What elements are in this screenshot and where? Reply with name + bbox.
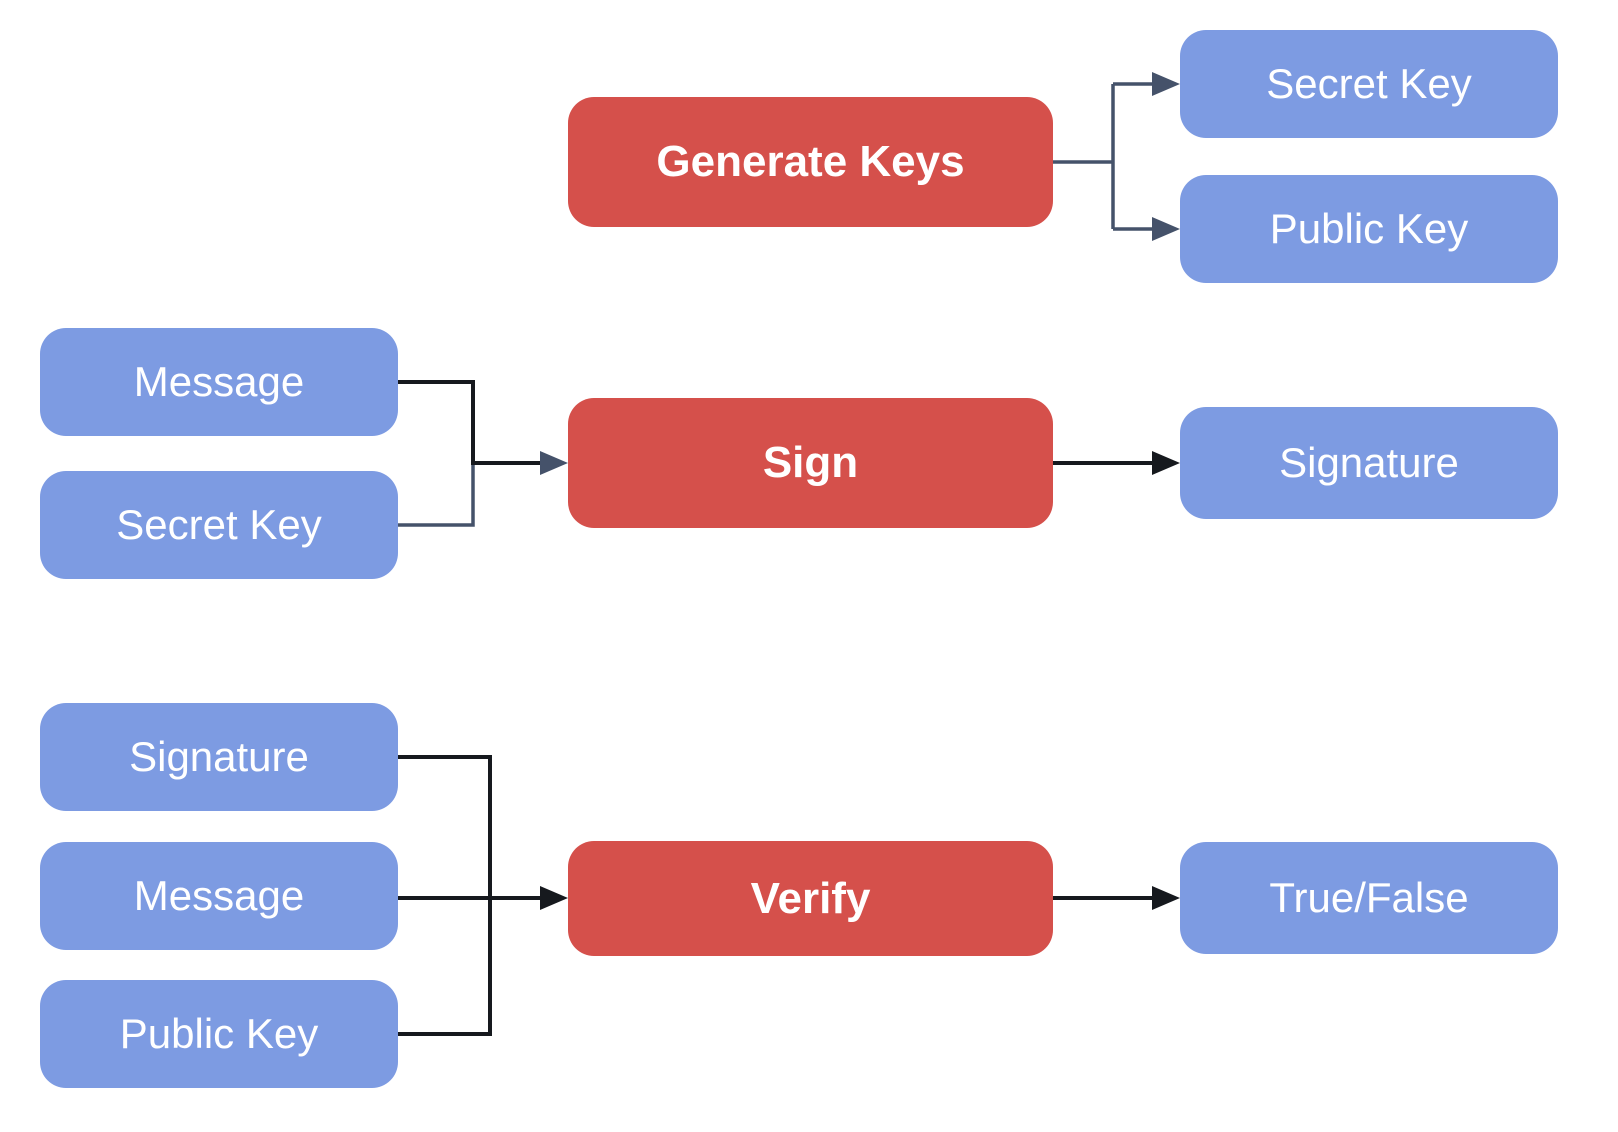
connector-message-to-sign [398, 380, 475, 463]
node-signature-input-verify: Signature [40, 703, 398, 811]
arrowhead-verify [540, 886, 568, 910]
node-generate-keys: Generate Keys [568, 97, 1053, 227]
arrowhead-signature [1152, 451, 1180, 475]
connector-sign-to-signature [1053, 451, 1180, 475]
arrowhead-truefalse [1152, 886, 1180, 910]
node-secret-key-output: Secret Key [1180, 30, 1558, 138]
node-true-false-output: True/False [1180, 842, 1558, 954]
node-signature-output: Signature [1180, 407, 1558, 519]
connector-secretkey-to-sign [398, 461, 475, 527]
connector-verify-to-result [1053, 886, 1180, 910]
node-public-key-input-verify: Public Key [40, 980, 398, 1088]
connector-inputs-to-sign [398, 380, 568, 527]
connector-publickey-to-verify [398, 898, 492, 1036]
connector-signature-to-verify [398, 755, 492, 898]
arrowhead-secret-key [1152, 72, 1180, 96]
connector-generate-to-keys [1053, 72, 1180, 241]
node-secret-key-input-sign: Secret Key [40, 471, 398, 579]
connector-inputs-to-verify [398, 755, 568, 1036]
arrowhead-public-key [1152, 217, 1180, 241]
node-verify: Verify [568, 841, 1053, 956]
node-message-input-sign: Message [40, 328, 398, 436]
node-sign: Sign [568, 398, 1053, 528]
node-public-key-output: Public Key [1180, 175, 1558, 283]
node-message-input-verify: Message [40, 842, 398, 950]
arrowhead-sign [540, 451, 568, 475]
